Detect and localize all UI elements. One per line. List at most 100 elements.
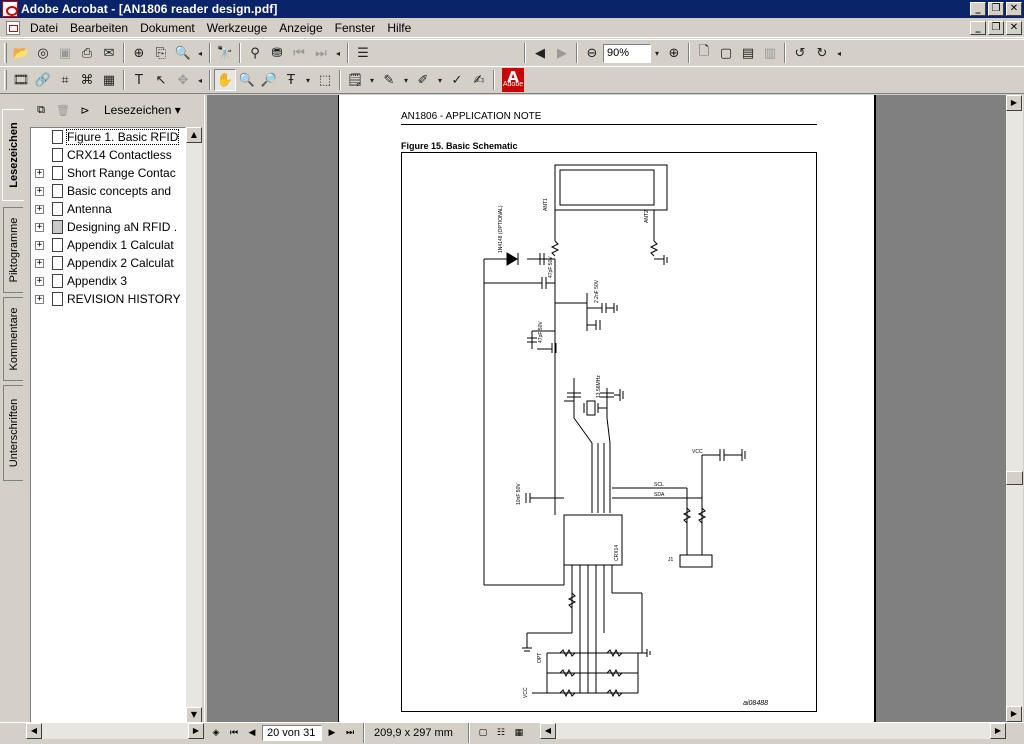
expand-icon[interactable]: + (35, 257, 44, 268)
expand-icon[interactable]: + (35, 203, 44, 214)
tab-kommentare[interactable]: Kommentare (3, 297, 23, 381)
article-icon[interactable]: ⌘ (80, 72, 94, 88)
doc-minimize-button[interactable]: _ (970, 21, 986, 35)
chevron-down-icon[interactable]: ▾ (403, 75, 408, 85)
tab-piktogramme[interactable]: Piktogramme (3, 207, 23, 293)
new-bookmark-icon[interactable]: ⧉ (37, 103, 45, 116)
zoom-out-tool-icon[interactable]: 🔎 (260, 72, 278, 88)
object-select-icon[interactable]: ↖ (155, 72, 167, 88)
scroll-left-icon[interactable]: ◀ (540, 723, 556, 739)
expand-icon[interactable]: + (35, 293, 44, 304)
menu-hilfe[interactable]: Hilfe (387, 20, 412, 35)
reflow-icon[interactable]: ▥ (763, 45, 777, 61)
spellcheck-icon[interactable]: ✓ (451, 72, 463, 88)
doc-restore-button[interactable]: ❐ (988, 21, 1004, 35)
bookmark-item[interactable]: +Antenna (31, 200, 185, 218)
find-icon[interactable]: 🔭 (216, 45, 234, 61)
chevron-down-icon[interactable]: ◂ (197, 75, 202, 85)
search-icon[interactable]: ⚲ (250, 45, 260, 61)
scroll-down-icon[interactable]: ▼ (186, 707, 202, 723)
zoom-input[interactable]: 90% (603, 43, 651, 63)
menu-dokument[interactable]: Dokument (140, 20, 195, 35)
toolbar-grip[interactable] (4, 70, 7, 90)
bookmarks-hscroll[interactable]: ◀ ▶ (26, 723, 204, 739)
text-select-icon[interactable]: Ŧ (287, 72, 295, 88)
adobe-online-button[interactable]: Adobe (502, 60, 524, 94)
next-result-icon[interactable]: ⏭ (315, 45, 327, 61)
delete-bookmark-icon[interactable]: 🗑 (56, 104, 70, 117)
bookmark-item[interactable]: +REVISION HISTORY (31, 290, 185, 308)
scroll-down-icon[interactable]: ▶ (1006, 706, 1022, 722)
rotate-left-icon[interactable]: ↺ (794, 45, 806, 61)
continuous-icon[interactable]: ☷ (496, 728, 505, 738)
email-icon[interactable]: ✉ (103, 45, 115, 61)
chevron-down-icon[interactable]: ▾ (305, 75, 310, 85)
link-icon[interactable]: 🔗 (34, 72, 52, 88)
bookmark-item[interactable]: +Appendix 1 Calculat (31, 236, 185, 254)
chevron-down-icon[interactable]: ▾ (437, 75, 442, 85)
document-view[interactable]: AN1806 - APPLICATION NOTE Figure 15. Bas… (208, 95, 1006, 722)
expand-icon[interactable]: + (35, 167, 44, 178)
bookmarks-scrollbar[interactable]: ▲ ▼ (186, 127, 202, 723)
expand-icon[interactable]: + (35, 185, 44, 196)
scroll-right-icon[interactable]: ▶ (990, 723, 1006, 739)
bookmark-item[interactable]: +Designing aN RFID . (31, 218, 185, 236)
highlight-icon[interactable]: ✐ (417, 72, 429, 88)
rotate-right-icon[interactable]: ↻ (816, 45, 828, 61)
panel-splitter[interactable] (204, 95, 208, 722)
next-view-icon[interactable]: ▶ (557, 45, 567, 61)
menu-anzeige[interactable]: Anzeige (279, 20, 323, 35)
open-icon[interactable]: 📂 (12, 45, 30, 61)
chevron-down-icon[interactable]: ◂ (836, 48, 841, 58)
crop-icon[interactable]: ⌗ (61, 72, 69, 88)
show-navigation-icon[interactable]: ☰ (357, 45, 369, 61)
web-capture-icon[interactable]: ⊕ (133, 45, 145, 61)
single-page-icon[interactable]: ▢ (478, 728, 488, 738)
toggle-panel-icon[interactable]: ◈ (212, 728, 220, 738)
scroll-thumb[interactable] (1006, 471, 1023, 485)
pencil-icon[interactable]: ✎ (383, 72, 395, 88)
facing-pages-icon[interactable]: ▦ (514, 728, 524, 738)
minimize-button[interactable]: _ (970, 2, 986, 16)
previous-page-icon[interactable]: ◀ (248, 728, 256, 738)
document-icon[interactable] (6, 20, 20, 35)
doc-close-button[interactable]: ✕ (1006, 21, 1022, 35)
menu-fenster[interactable]: Fenster (334, 20, 376, 35)
tab-lesezeichen[interactable]: Lesezeichen (2, 109, 24, 201)
doc-search-icon[interactable]: ⛃ (271, 45, 283, 61)
tab-unterschriften[interactable]: Unterschriften (3, 385, 23, 481)
zoom-out-icon[interactable]: ⊖ (586, 45, 598, 61)
chevron-down-icon[interactable]: ◂ (335, 48, 340, 58)
last-page-icon[interactable]: ⏭ (345, 728, 355, 738)
restore-button[interactable]: ❐ (988, 2, 1004, 16)
scan-icon[interactable]: ⎘ (155, 45, 167, 61)
zoom-in-tool-icon[interactable]: 🔍 (238, 72, 256, 88)
document-scrollbar[interactable]: ▶ ▶ (1006, 95, 1023, 722)
chevron-down-icon[interactable]: ▾ (369, 75, 374, 85)
note-icon[interactable]: 🗒 (346, 72, 364, 88)
menu-datei[interactable]: Datei (30, 20, 59, 35)
menu-bearbeiten[interactable]: Bearbeiten (70, 20, 129, 35)
scroll-up-icon[interactable]: ▶ (1006, 95, 1022, 111)
scroll-left-icon[interactable]: ◀ (26, 723, 42, 739)
film-icon[interactable]: 🎞 (12, 72, 30, 88)
document-hscroll[interactable]: ◀ ▶ (540, 723, 1006, 739)
search-web-icon[interactable]: 🔍 (174, 45, 192, 61)
graphics-select-icon[interactable]: ⬚ (318, 72, 332, 88)
hand-tool-icon[interactable]: ✋ (214, 69, 236, 91)
first-page-icon[interactable]: ⏮ (293, 45, 305, 61)
bookmark-item[interactable]: +Basic concepts and (31, 182, 185, 200)
next-page-icon[interactable]: ▶ (328, 728, 336, 738)
expand-icon[interactable]: + (35, 239, 44, 250)
expand-icon[interactable]: + (35, 275, 44, 286)
sign-icon[interactable]: ✍ (473, 72, 485, 88)
bookmarks-menu[interactable]: Lesezeichen ▾ (104, 103, 181, 117)
save-icon[interactable]: ▣ (58, 45, 72, 61)
expand-bookmark-icon[interactable]: ⊳ (80, 104, 90, 117)
bookmark-item[interactable]: Figure 1. Basic RFID (31, 128, 185, 146)
menu-werkzeuge[interactable]: Werkzeuge (206, 20, 268, 35)
bookmark-item[interactable]: +Short Range Contac (31, 164, 185, 182)
text-touchup-icon[interactable]: T (135, 72, 143, 88)
first-page-icon[interactable]: ⏮ (229, 728, 239, 738)
scroll-right-icon[interactable]: ▶ (188, 723, 204, 739)
